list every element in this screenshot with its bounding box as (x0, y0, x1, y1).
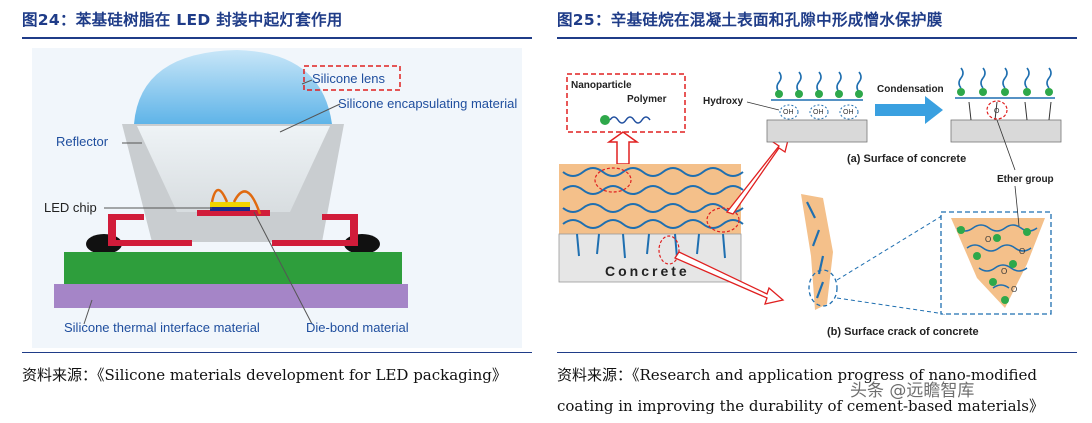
leader-lens (301, 79, 313, 85)
leader-encapsulant (279, 103, 341, 133)
leader-ether-crack (1014, 185, 1020, 227)
label-nanoparticle: Nanoparticle (571, 80, 632, 91)
figure-25-source-line2: coating in improving the durability of c… (557, 397, 1045, 415)
label-ether: Ether group (997, 174, 1054, 185)
zoom-circle-top (594, 167, 632, 193)
svg-text:O: O (985, 235, 991, 244)
label-surface: (a) Surface of concrete (847, 153, 966, 165)
coating-polymer-network (562, 167, 744, 229)
label-crack: (b) Surface crack of concrete (827, 326, 979, 338)
pore-penetration (576, 233, 726, 259)
oh-label: OH (783, 109, 794, 116)
label-condensation: Condensation (877, 84, 944, 95)
nanoparticle-inset (566, 73, 686, 133)
crack-zoom-network (956, 224, 1038, 289)
led-chip-top (210, 202, 250, 207)
leader-hydroxy (746, 101, 780, 111)
o-label: O (994, 108, 1000, 115)
arrow-to-inset (606, 131, 640, 165)
hydroxy-groups: OH OH OH (779, 104, 859, 120)
zoom-circle-pore (658, 235, 680, 265)
label-silicone-lens: Silicone lens (312, 71, 385, 86)
zoom-circle-side (706, 207, 740, 233)
label-encapsulating: Silicone encapsulating material (338, 96, 517, 111)
crack-zoom-circle (808, 269, 838, 307)
svg-text:O: O (1001, 267, 1007, 276)
oh-label: OH (813, 109, 824, 116)
label-polymer: Polymer (627, 94, 667, 105)
lens-callout-box (303, 65, 401, 91)
label-die-bond: Die-bond material (306, 320, 409, 335)
thermal-interface-layer (54, 284, 408, 308)
label-reflector: Reflector (56, 134, 109, 149)
coating-layer (559, 164, 741, 234)
label-thermal: Silicone thermal interface material (64, 320, 260, 335)
bond-wire-right (232, 190, 262, 215)
crack-zoom-o-labels: O O O O (985, 235, 1025, 294)
source-rule (22, 352, 532, 353)
label-concrete: Concrete (605, 263, 690, 279)
title-rule (557, 37, 1077, 39)
lead-frame-right (272, 214, 358, 246)
bond-wire-left (210, 188, 229, 203)
title-rule (22, 37, 532, 39)
source-rule (557, 352, 1077, 353)
figure-24-title: 图24：苯基硅树脂在 LED 封装中起灯套作用 (22, 11, 343, 29)
crack-sliver (801, 194, 833, 310)
polymer-chain (609, 116, 651, 124)
label-led-chip: LED chip (44, 200, 97, 215)
leader-ether (996, 119, 1016, 171)
zoom-line-top (836, 213, 946, 281)
watermark: 头条 @远瞻智库 (850, 381, 975, 401)
led-package-diagram: Silicone lens Silicone encapsulating mat… (32, 48, 522, 348)
oh-label: OH (843, 109, 854, 116)
figure-25-title: 图25：辛基硅烷在混凝土表面和孔隙中形成憎水保护膜 (557, 11, 943, 29)
encapsulant-fill (137, 126, 330, 212)
svg-text:O: O (1011, 285, 1017, 294)
concrete-coating-diagram: Nanoparticle Polymer Concrete (558, 67, 1062, 338)
crack-zoom-fill (951, 218, 1045, 308)
arrow-to-surface (725, 134, 790, 215)
surface-substrate-before (766, 119, 868, 143)
arrow-to-crack (674, 251, 785, 305)
crack-zoom-nanoparticles (957, 226, 1031, 304)
nanoparticle-dot (600, 115, 610, 125)
surface-polymers-before (771, 71, 863, 101)
label-hydroxy: Hydroxy (703, 96, 743, 107)
surface-polymers-after: O (955, 67, 1055, 121)
leader-die-bond (253, 211, 313, 325)
svg-text:O: O (1019, 247, 1025, 256)
leader-thermal (83, 299, 93, 325)
figure-24-source: 资料来源：《Silicone materials development for… (22, 366, 507, 384)
silicone-lens-dome (134, 50, 332, 124)
figure-25-source-line1: 资料来源：《Research and application progress … (557, 366, 1038, 384)
lead-frame-center (197, 210, 270, 216)
condensation-arrow (875, 96, 943, 124)
zoom-line-bottom (836, 297, 946, 315)
surface-substrate-after (950, 119, 1062, 143)
lead-frame-left (108, 214, 192, 246)
led-chip-base (210, 207, 250, 211)
circuit-board (64, 252, 402, 284)
